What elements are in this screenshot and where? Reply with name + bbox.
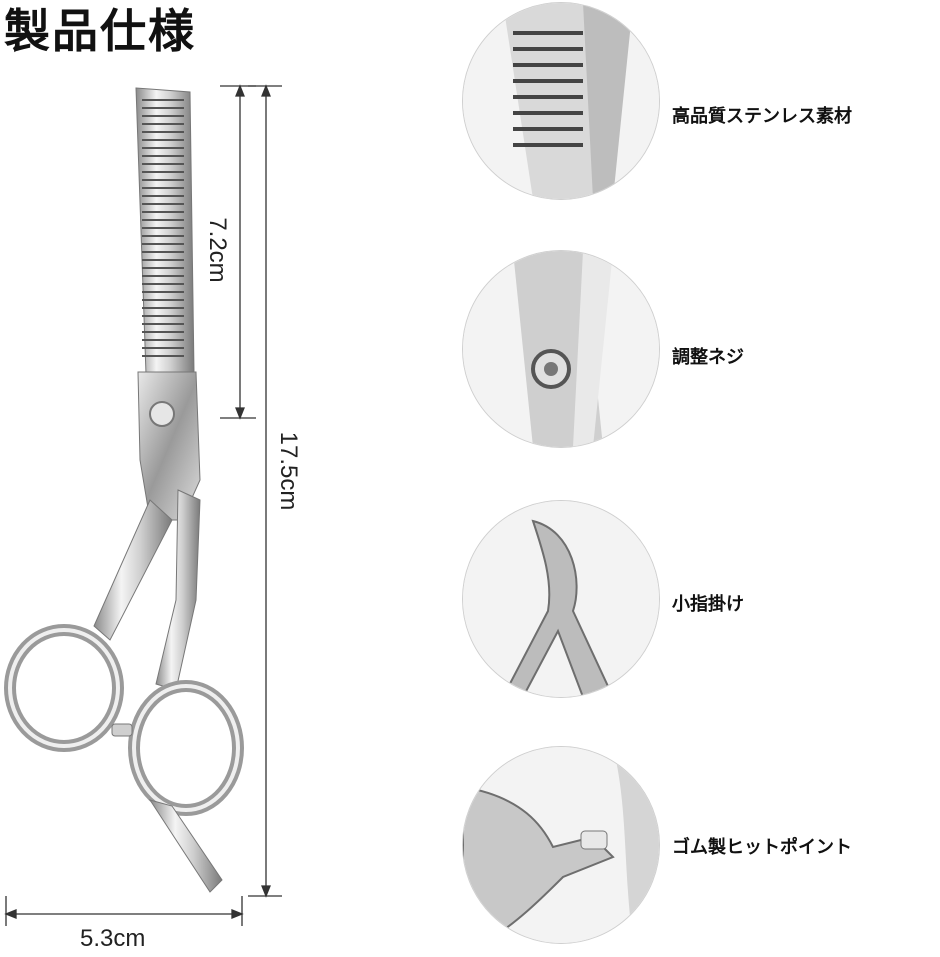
rubber-stopper (111, 723, 133, 737)
dimension-lines (4, 84, 282, 926)
screw-closeup-icon (462, 250, 660, 448)
blade-teeth (142, 99, 184, 357)
teeth-closeup-icon (462, 2, 660, 200)
page-title: 製品仕様 (4, 4, 196, 58)
feature-label-rubber-stopper: ゴム製ヒットポイント (672, 837, 852, 858)
finger-rest-tang (148, 799, 223, 893)
left-shank (93, 499, 173, 641)
finger-rest-closeup-icon (462, 500, 660, 698)
rubber-stopper-closeup-icon (462, 746, 660, 944)
total-length-label: 17.5cm (275, 431, 302, 511)
feature-label-screw: 調整ネジ (672, 347, 744, 368)
blade-length-label: 7.2cm (204, 217, 231, 283)
adjustment-screw (149, 401, 175, 427)
width-label: 5.3cm (80, 925, 146, 952)
feature-label-finger-rest: 小指掛け (672, 594, 744, 615)
feature-label-stainless: 高品質ステンレス素材 (672, 106, 852, 127)
